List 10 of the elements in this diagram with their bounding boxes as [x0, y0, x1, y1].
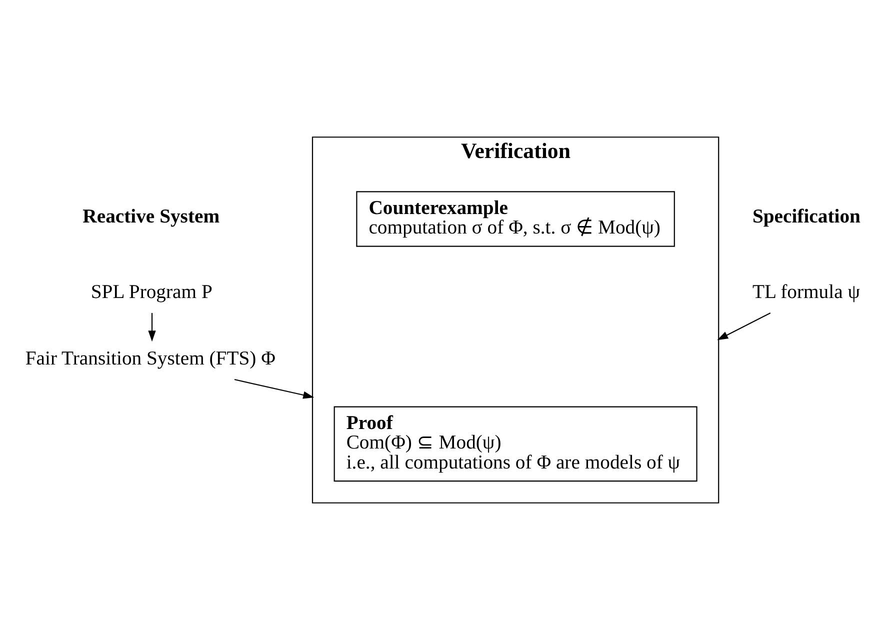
arrow — [234, 378, 314, 399]
node-box: Counterexample computation σ of Φ, s.t. σ ∉ Mod(ψ) — [356, 191, 674, 247]
label: Specification — [752, 206, 860, 228]
node-text: SPL Program P — [90, 281, 212, 304]
node-text: Fair Transition System (FTS) Φ — [24, 348, 275, 370]
node-box: Proof Com(Φ) ⊆ Mod(ψ) i.e., all computations of Φ are models of ψ — [333, 406, 697, 482]
arrow — [148, 312, 156, 342]
node-text: TL formula ψ — [752, 281, 860, 304]
label: Reactive System — [82, 206, 220, 228]
arrow — [716, 312, 770, 340]
